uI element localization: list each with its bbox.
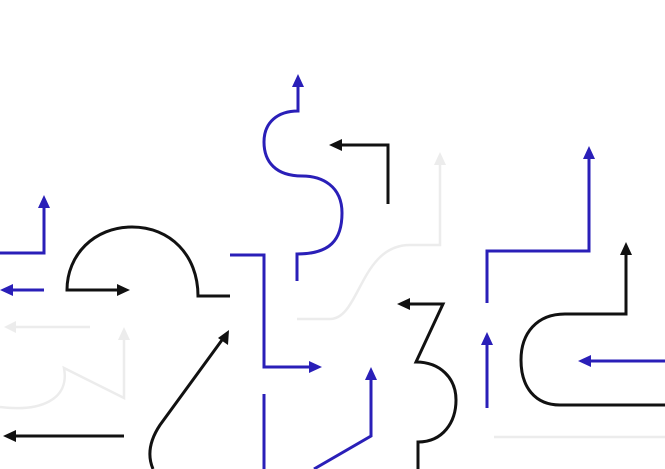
black-bottom-left-arrow [3,430,124,442]
blue-short-left-arrow [0,284,44,296]
blue-step-right-arrow [230,253,322,373]
blue-short-up-arrow [481,332,493,408]
light-s-curve-up-arrow [297,152,446,321]
blue-left-elbow-up-arrow [0,195,50,255]
blue-right-elbow-up-arrow [485,146,595,303]
black-diagonal-up-arrow [148,330,229,469]
blue-s-curve-up-arrow [262,74,344,281]
black-elbow-left-arrow [329,139,390,204]
light-left-arrow [4,321,90,333]
black-zigzag-left-arrow [397,298,458,469]
blue-bottom-up-arrow [262,367,377,469]
light-bottom-left-up-arrow [0,327,130,410]
black-loop-up-arrow [519,242,665,407]
black-arch-right-arrow [65,225,230,298]
blue-right-left-arrow [578,355,665,367]
